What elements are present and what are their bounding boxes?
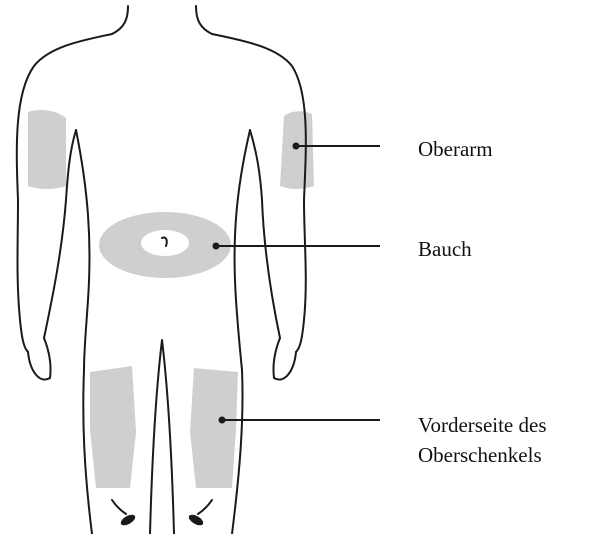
thigh-label-line2: Oberschenkels [418,440,547,470]
left-hand [273,338,296,380]
abdomen-label: Bauch [418,234,472,264]
right-knee-mark [119,513,137,528]
abdomen-zone [99,212,231,278]
right-knee [112,500,126,514]
abdomen-pointer-dot [213,243,220,250]
left-thigh-zone [190,368,238,488]
navel [162,237,167,246]
right-torso-side [76,130,90,370]
left-torso-side [235,130,250,370]
neck-right [112,6,128,34]
neck-left [196,6,212,34]
right-hand [28,338,51,380]
left-inner-arm [250,130,280,338]
crotch [150,340,174,534]
injection-zones [28,110,314,488]
right-thigh-zone [90,366,136,488]
left-knee-mark [187,513,205,528]
right-upper-arm-zone [28,110,66,189]
left-upper-arm-zone [280,111,314,189]
thigh-label-line1: Vorderseite des [418,410,547,440]
right-shoulder-arm [17,34,112,352]
thigh-label: Vorderseite des Oberschenkels [418,410,547,470]
left-shoulder-arm [212,34,306,352]
left-knee [198,500,212,514]
upper-arm-label: Oberarm [418,134,493,164]
upper-arm-pointer-dot [293,143,300,150]
knee-marks [119,513,205,528]
thigh-pointer-dot [219,417,226,424]
